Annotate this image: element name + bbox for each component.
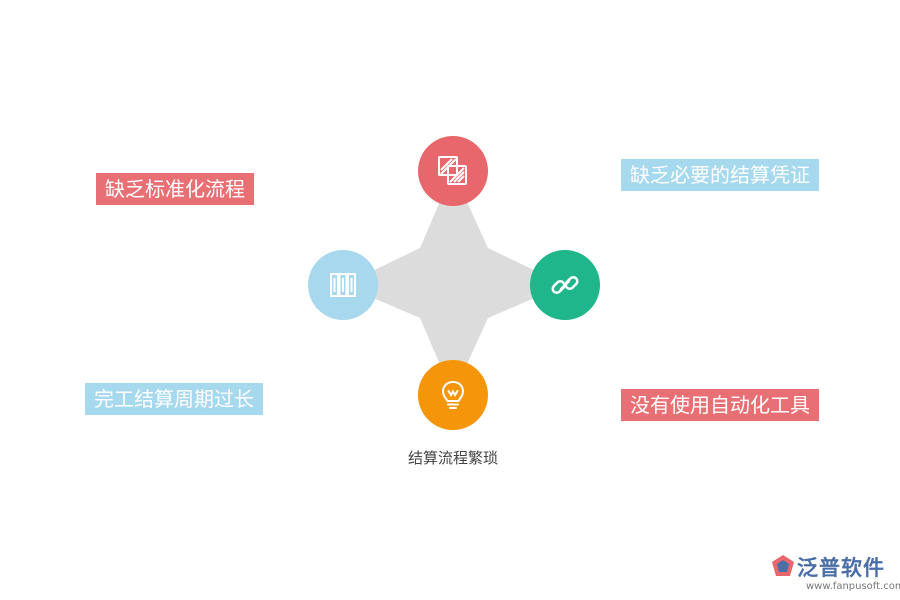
columns-icon — [330, 273, 356, 297]
center-caption: 结算流程繁琐 — [407, 449, 498, 467]
label-lack-settlement-vouchers: 缺乏必要的结算凭证 — [621, 159, 819, 191]
label-no-automation-tools: 没有使用自动化工具 — [621, 389, 819, 421]
label-lack-standard-process: 缺乏标准化流程 — [96, 173, 254, 205]
link-icon — [551, 275, 579, 295]
brand-url: www.fanpusoft.com — [806, 581, 900, 592]
node-right — [530, 250, 600, 320]
brand-name: 泛普软件 — [797, 556, 885, 580]
layers-icon — [438, 156, 467, 185]
label-long-settlement-cycle: 完工结算周期过长 — [85, 383, 263, 415]
brand-mark-icon — [772, 555, 794, 576]
node-top — [418, 136, 488, 206]
node-bottom — [418, 360, 488, 430]
brand-logo[interactable]: 泛普软件 www.fanpusoft.com — [770, 550, 900, 600]
node-left — [308, 250, 378, 320]
lightbulb-icon — [441, 380, 465, 409]
